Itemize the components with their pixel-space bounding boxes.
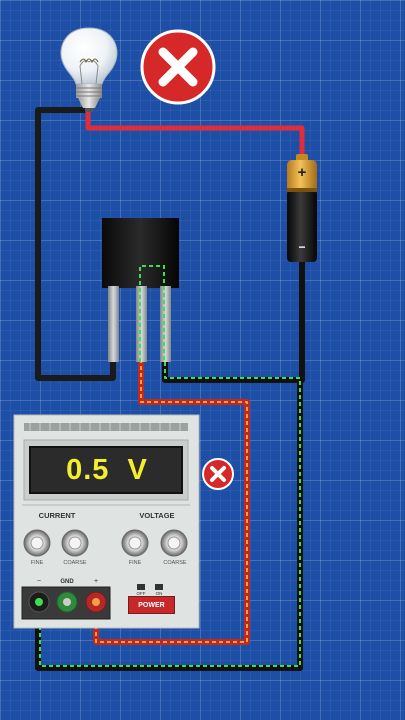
power-button[interactable]: POWER xyxy=(128,596,175,614)
voltage-label: VOLTAGE xyxy=(139,511,175,520)
gnd-label: GND xyxy=(60,579,74,585)
battery xyxy=(287,154,317,262)
battery-positive-label: + xyxy=(297,164,307,181)
battery-negative-label: − xyxy=(298,240,306,254)
voltage-display: 0.5 V xyxy=(66,454,148,486)
current-fine-label: FINE xyxy=(30,560,44,566)
on-switch-icon xyxy=(155,584,163,590)
transistor xyxy=(102,218,179,362)
light-bulb-icon xyxy=(60,27,118,112)
voltage-coarse-label: COARSE xyxy=(163,560,187,566)
current-coarse-label: COARSE xyxy=(63,560,87,566)
green-flow-transistor xyxy=(139,265,165,362)
off-switch-icon xyxy=(137,584,145,590)
power-supply xyxy=(13,414,200,629)
x-mark-icon xyxy=(202,458,234,490)
positive-terminal-label: + xyxy=(93,578,99,585)
red-wire-lamp-to-battery xyxy=(85,112,305,160)
orange-flow-base xyxy=(95,362,248,643)
black-wire-lamp-to-transistor xyxy=(35,107,116,381)
on-label: ON xyxy=(155,591,163,596)
current-label: CURRENT xyxy=(38,511,76,520)
voltage-fine-label: FINE xyxy=(128,560,142,566)
off-label: OFF xyxy=(136,591,146,596)
x-mark-icon xyxy=(140,29,216,105)
green-flow-emitter xyxy=(39,362,301,667)
negative-terminal-label: − xyxy=(36,578,42,585)
